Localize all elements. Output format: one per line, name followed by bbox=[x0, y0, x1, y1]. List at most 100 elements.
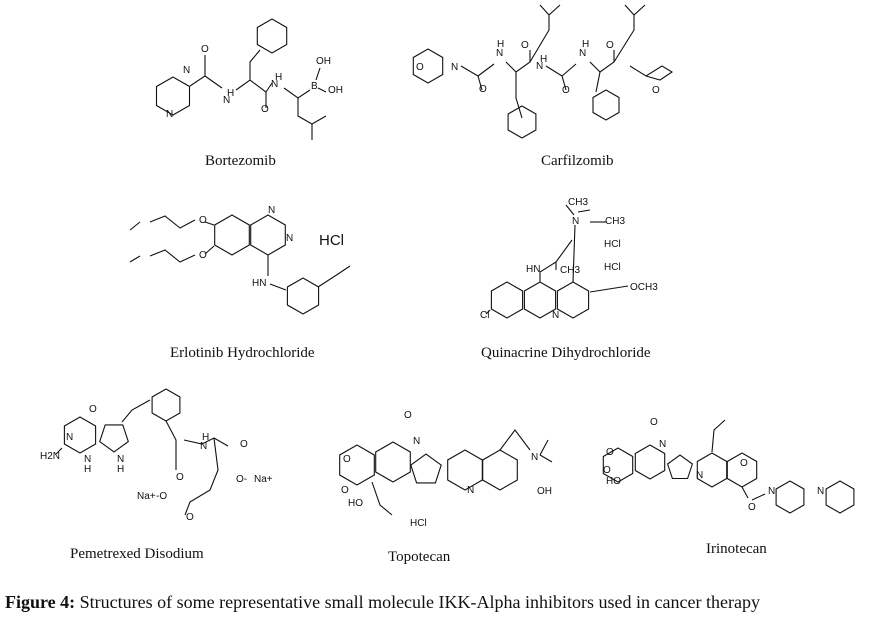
atom-label: N bbox=[768, 486, 775, 497]
atom-label: H bbox=[582, 39, 589, 50]
bond bbox=[711, 419, 726, 453]
atom-label: HCl bbox=[604, 262, 621, 273]
atom-label: HN bbox=[526, 264, 540, 275]
ring bbox=[666, 454, 694, 480]
atom-label: HN bbox=[252, 278, 266, 289]
molecule-name: Bortezomib bbox=[205, 153, 276, 169]
molecule-name: Quinacrine Dihydrochloride bbox=[481, 345, 651, 361]
atom-label: N bbox=[531, 452, 538, 463]
bond bbox=[572, 224, 576, 283]
bond bbox=[505, 50, 531, 73]
atom-label: N bbox=[696, 470, 703, 481]
bond bbox=[184, 437, 219, 516]
atom-label: H bbox=[540, 54, 547, 65]
atom-label: H bbox=[227, 88, 234, 99]
ring bbox=[507, 105, 537, 139]
atom-label: HCl bbox=[604, 239, 621, 250]
atom-label: O bbox=[748, 502, 756, 513]
bond bbox=[55, 447, 63, 455]
ring bbox=[447, 449, 483, 491]
atom-label: O bbox=[240, 439, 248, 450]
molecule-erlotinib: O O N N HN HCl Erlotinib Hydrochloride bbox=[170, 205, 344, 361]
atom-label: HCl bbox=[410, 518, 427, 529]
ring bbox=[602, 447, 634, 483]
atom-label: O bbox=[652, 85, 660, 96]
atom-label: O bbox=[404, 410, 412, 421]
atom-label: N bbox=[223, 95, 230, 106]
bond bbox=[183, 437, 229, 447]
atom-label: HO bbox=[606, 476, 621, 487]
ring bbox=[523, 281, 557, 319]
ring bbox=[410, 453, 442, 484]
atom-label: O bbox=[606, 40, 614, 51]
atom-label: N bbox=[536, 61, 543, 72]
ring bbox=[375, 441, 411, 483]
atom-label: N bbox=[117, 454, 124, 465]
bond bbox=[624, 4, 635, 16]
atom-label: O bbox=[521, 40, 529, 51]
atom-label: N bbox=[413, 436, 420, 447]
bond bbox=[613, 4, 646, 63]
bond-layer bbox=[55, 4, 855, 516]
atom-label: O bbox=[186, 512, 194, 523]
atom-label: O bbox=[416, 62, 424, 73]
atom-label: O- bbox=[236, 474, 247, 485]
ring bbox=[63, 416, 97, 454]
ring bbox=[155, 76, 191, 116]
atom-label: O bbox=[89, 404, 97, 415]
atom-label: OH bbox=[328, 85, 343, 96]
atom-label: OH bbox=[316, 56, 331, 67]
atom-label: CH3 bbox=[605, 216, 625, 227]
bond bbox=[577, 209, 591, 213]
atom-label: N bbox=[66, 432, 73, 443]
atom-label: HCl bbox=[319, 232, 344, 249]
atom-label: N bbox=[496, 48, 503, 59]
molecule-pemetrexed: O N H2N N H N H O H N O O- Na+ Na+ -O O … bbox=[40, 404, 273, 562]
bond bbox=[589, 285, 629, 293]
molecule-name: Erlotinib Hydrochloride bbox=[170, 345, 315, 361]
atom-label: O bbox=[603, 465, 611, 476]
atom-label: OH bbox=[537, 486, 552, 497]
bond bbox=[317, 87, 327, 93]
bond bbox=[629, 65, 674, 81]
bond bbox=[539, 4, 550, 16]
atom-label: N bbox=[183, 65, 190, 76]
molecule-topotecan: O N O O HO N N OH HCl Topotecan bbox=[341, 410, 552, 565]
atom-label: N bbox=[467, 485, 474, 496]
bond bbox=[297, 98, 327, 125]
molecule-carfilzomib: O N O H N O H N O H N O O Carfilzomib bbox=[416, 39, 660, 169]
ring bbox=[482, 449, 518, 491]
bond bbox=[539, 239, 573, 282]
bond bbox=[539, 454, 553, 463]
bond bbox=[269, 283, 287, 291]
ring bbox=[775, 480, 805, 514]
bond bbox=[317, 265, 351, 288]
atom-label: O bbox=[261, 104, 269, 115]
bond bbox=[149, 215, 196, 229]
caption-text: Structures of some representative small … bbox=[75, 592, 760, 612]
caption-label: Figure 4: bbox=[5, 592, 76, 612]
atom-label: N bbox=[659, 439, 666, 450]
molecule-irinotecan: O N O O HO N O O N N Irinotecan bbox=[603, 417, 824, 557]
bond bbox=[561, 63, 577, 77]
bond bbox=[204, 75, 223, 89]
atom-label: N bbox=[572, 216, 579, 227]
bond bbox=[204, 245, 215, 255]
bond bbox=[283, 87, 311, 99]
atom-label: O bbox=[606, 447, 614, 458]
bond bbox=[121, 399, 151, 423]
bond bbox=[477, 63, 495, 77]
atom-label: O bbox=[341, 485, 349, 496]
atom-label: Na+ bbox=[137, 491, 156, 502]
atom-label: N bbox=[166, 109, 173, 120]
bond bbox=[129, 221, 141, 231]
figure-structures: N N O H N O H N B OH OH Bortezomib O N O… bbox=[40, 4, 855, 565]
atom-label: O bbox=[479, 84, 487, 95]
atom-label: H2N bbox=[40, 451, 60, 462]
ring bbox=[99, 424, 129, 453]
ring bbox=[214, 214, 250, 256]
bond bbox=[249, 49, 261, 80]
atom-label: N bbox=[817, 486, 824, 497]
atom-label: N bbox=[271, 79, 278, 90]
molecule-name: Irinotecan bbox=[706, 541, 767, 557]
